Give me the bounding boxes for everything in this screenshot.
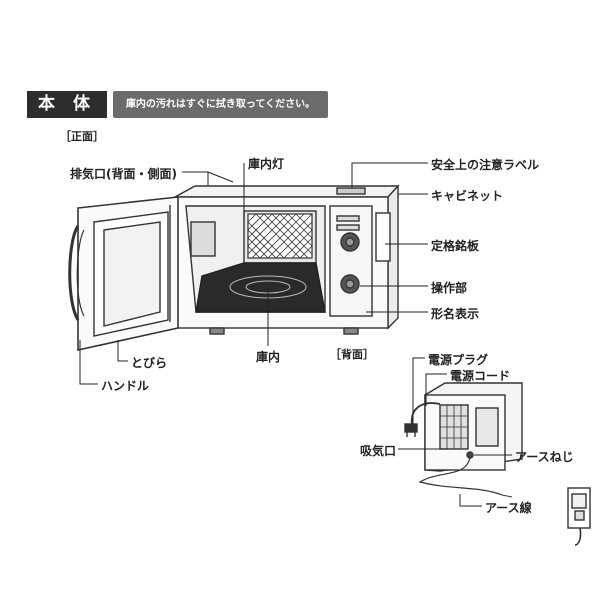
door	[77, 196, 179, 351]
cleaning-note: 庫内の汚れはすぐに拭き取ってください。	[113, 91, 328, 118]
label-interior: 庫内	[256, 350, 281, 364]
rear-view	[404, 382, 523, 498]
label-power-plug: 電源プラグ	[428, 353, 489, 367]
label-lamp: 庫内灯	[248, 157, 285, 171]
handle-shape	[68, 225, 85, 321]
label-rating-plate: 定格銘板	[431, 239, 480, 253]
wall-outlet	[567, 487, 591, 546]
label-safety: 安全上の注意ラベル	[431, 158, 540, 172]
lamp-mesh	[247, 213, 313, 259]
label-earth-wire: アース線	[485, 501, 532, 515]
label-exhaust: 排気口(背面・側面)	[70, 167, 177, 181]
label-cabinet: キャビネット	[431, 189, 504, 203]
section-title: 本 体	[27, 91, 107, 118]
back-view-caption: ［背面］	[330, 348, 374, 361]
label-model-display: 形名表示	[431, 307, 480, 321]
microwave-body	[174, 184, 400, 335]
label-intake: 吸気口	[360, 444, 397, 458]
label-earth-screw: アースねじ	[515, 450, 574, 464]
label-handle: ハンドル	[101, 379, 150, 393]
label-power-cord: 電源コード	[450, 369, 511, 383]
leader-lines	[79, 162, 512, 507]
label-door: とびら	[131, 356, 168, 370]
front-view-caption: ［正面］	[60, 130, 104, 143]
label-control-panel: 操作部	[431, 281, 468, 295]
